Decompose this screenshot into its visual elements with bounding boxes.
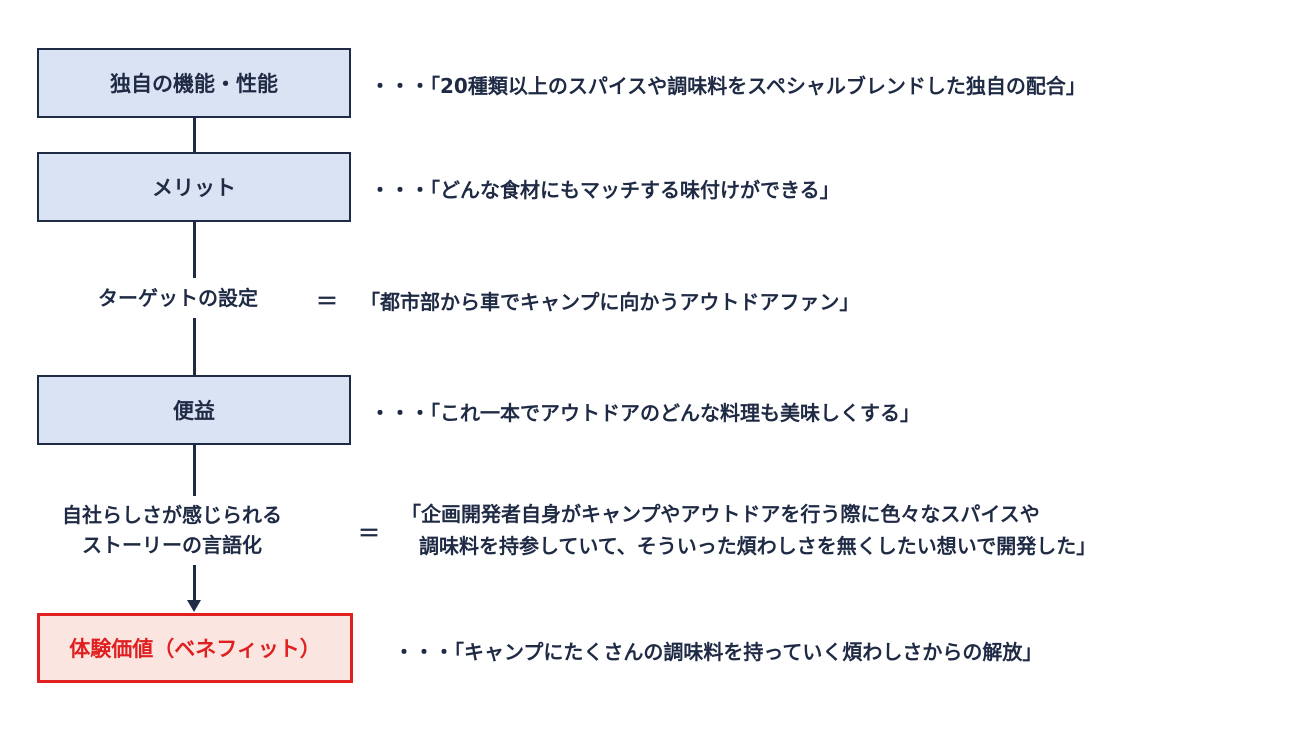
story-equals: ＝ — [358, 522, 381, 547]
connector-line-4 — [193, 444, 196, 496]
connector-line-3 — [193, 318, 196, 376]
box-benefit-label: 便益 — [173, 399, 215, 423]
connector-line-1 — [193, 117, 196, 153]
target-equals: ＝ — [316, 290, 339, 315]
box-experience-value: 体験価値（ベネフィット） — [37, 613, 353, 683]
desc-benefit: ・・・「これ一本でアウトドアのどんな料理も美味しくする」 — [370, 401, 920, 425]
desc-experience-value: ・・・「キャンプにたくさんの調味料を持っていく煩わしさからの解放」 — [394, 640, 1043, 664]
desc-unique-features: ・・・「20種類以上のスパイスや調味料をスペシャルブレンドした独自の配合」 — [370, 74, 1086, 98]
box-unique-features-label: 独自の機能・性能 — [110, 72, 278, 96]
story-label: 自社らしさが感じられる ストーリーの言語化 — [62, 500, 282, 560]
box-merit: メリット — [37, 152, 351, 222]
story-label-line2: ストーリーの言語化 — [82, 533, 262, 557]
story-value-line2: 調味料を持参していて、そういった煩わしさを無くしたい想いで開発した」 — [419, 534, 1097, 558]
target-label: ターゲットの設定 — [98, 286, 258, 310]
box-benefit: 便益 — [37, 375, 351, 445]
box-merit-label: メリット — [152, 176, 236, 200]
connector-line-5 — [193, 565, 196, 601]
connector-line-2 — [193, 220, 196, 278]
arrow-down-icon — [187, 600, 201, 612]
story-value: 「企画開発者自身がキャンプやアウトドアを行う際に色々なスパイスや 調味料を持参し… — [401, 498, 1096, 562]
story-label-line1: 自社らしさが感じられる — [62, 503, 282, 527]
story-value-line1: 「企画開発者自身がキャンプやアウトドアを行う際に色々なスパイスや — [401, 502, 1040, 526]
box-unique-features: 独自の機能・性能 — [37, 48, 351, 118]
target-value: 「都市部から車でキャンプに向かうアウトドアファン」 — [360, 290, 860, 314]
desc-merit: ・・・「どんな食材にもマッチする味付けができる」 — [370, 178, 840, 202]
box-experience-value-label: 体験価値（ベネフィット） — [69, 637, 321, 661]
